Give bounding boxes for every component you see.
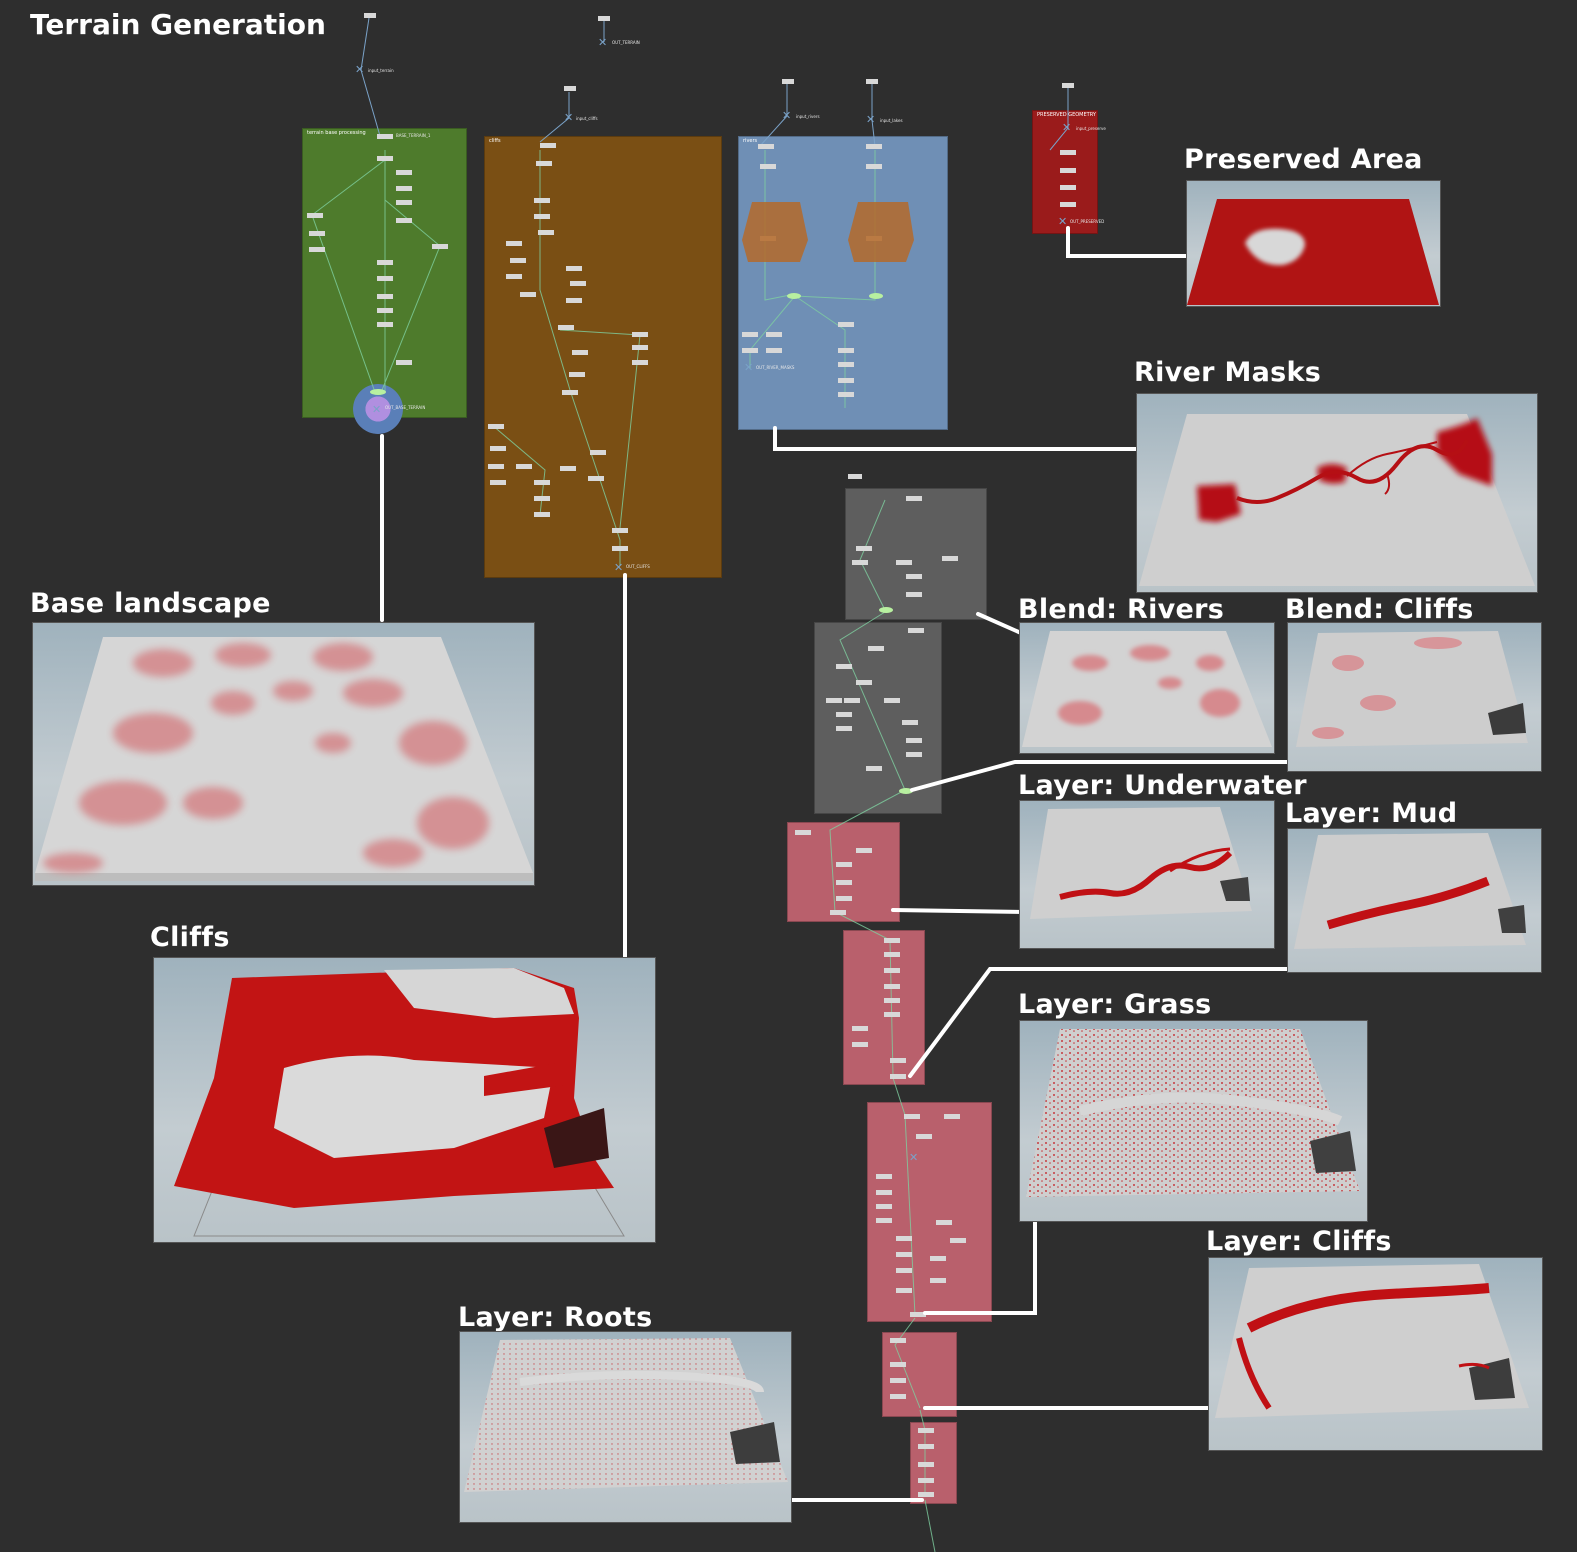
network-box-layer-cliffs[interactable] xyxy=(882,1332,957,1417)
preview-layer-roots xyxy=(459,1331,792,1523)
network-box-label: terrain base processing xyxy=(307,130,366,136)
caption-cliffs: Cliffs xyxy=(150,922,230,953)
caption-blend-rivers: Blend: Rivers xyxy=(1018,594,1225,625)
preview-layer-mud xyxy=(1287,828,1542,973)
caption-river-masks: River Masks xyxy=(1134,357,1322,388)
caption-blend-cliffs: Blend: Cliffs xyxy=(1285,594,1474,625)
caption-base-landscape: Base landscape xyxy=(30,588,271,619)
node-label-input-terrain: input_terrain xyxy=(368,68,394,73)
caption-layer-mud: Layer: Mud xyxy=(1285,798,1458,829)
caption-layer-roots: Layer: Roots xyxy=(458,1302,653,1333)
caption-layer-grass: Layer: Grass xyxy=(1018,989,1212,1020)
null-node-icon[interactable]: ✕ xyxy=(866,113,876,126)
node-label-out-preserved: OUT_PRESERVED xyxy=(1070,219,1105,224)
preview-cliffs xyxy=(153,957,656,1243)
preview-blend-rivers xyxy=(1019,622,1275,754)
null-node-icon[interactable]: ✕ xyxy=(372,403,382,416)
network-box-layer-underwater[interactable] xyxy=(787,822,900,922)
network-box-rivers[interactable]: rivers xyxy=(738,136,948,430)
preview-layer-cliffs xyxy=(1208,1257,1543,1451)
null-node-icon[interactable]: ✕ xyxy=(355,63,365,76)
preview-preserved-area xyxy=(1186,180,1441,307)
preview-blend-cliffs xyxy=(1287,622,1542,772)
node-label-out-river-masks: OUT_RIVER_MASKS xyxy=(756,365,795,370)
network-box-layer-grass[interactable] xyxy=(867,1102,992,1322)
node-label-base-terrain: BASE_TERRAIN_1 xyxy=(396,133,431,138)
network-box-blend-rivers[interactable] xyxy=(845,488,987,620)
node-label-input-lakes: input_lakes xyxy=(880,118,903,123)
network-box-layer-roots[interactable] xyxy=(910,1422,957,1504)
caption-preserved-area: Preserved Area xyxy=(1184,144,1423,175)
null-node-icon[interactable]: ✕ xyxy=(564,111,574,124)
network-box-layer-mud[interactable] xyxy=(843,930,925,1085)
node-label-input-cliffs: input_cliffs xyxy=(576,116,598,121)
network-box-label: PRESERVED GEOMETRY xyxy=(1037,112,1096,118)
network-box-base[interactable]: terrain base processing xyxy=(302,128,467,418)
node-label-input-preserve: input_preserve xyxy=(1076,126,1106,131)
null-node-icon[interactable]: ✕ xyxy=(1058,215,1068,228)
null-node-icon[interactable]: ✕ xyxy=(1062,121,1072,134)
null-node-icon[interactable]: ✕ xyxy=(598,36,608,49)
node-label-out-base: OUT_BASE_TERRAIN xyxy=(385,405,426,410)
network-box-label: cliffs xyxy=(489,138,501,144)
null-node-icon[interactable]: ✕ xyxy=(614,561,624,574)
preview-base-landscape xyxy=(32,622,535,886)
node-label-out-terrain: OUT_TERRAIN xyxy=(612,40,640,45)
node-label-input-rivers: input_rivers xyxy=(796,114,820,119)
preview-river-masks xyxy=(1136,393,1538,593)
preview-layer-grass xyxy=(1019,1020,1368,1222)
null-node-icon[interactable]: ✕ xyxy=(782,109,792,122)
page-title: Terrain Generation xyxy=(30,8,326,41)
caption-layer-underwater: Layer: Underwater xyxy=(1018,770,1307,801)
network-box-blend-cliffs[interactable] xyxy=(814,622,942,814)
null-node-icon[interactable]: ✕ xyxy=(909,1151,919,1164)
caption-layer-cliffs: Layer: Cliffs xyxy=(1206,1226,1392,1257)
null-node-icon[interactable]: ✕ xyxy=(744,361,754,374)
network-box-label: rivers xyxy=(743,138,758,144)
preview-layer-underwater xyxy=(1019,800,1275,949)
node-label-out-cliffs: OUT_CLIFFS xyxy=(626,564,650,569)
network-box-cliffs[interactable]: cliffs xyxy=(484,136,722,578)
